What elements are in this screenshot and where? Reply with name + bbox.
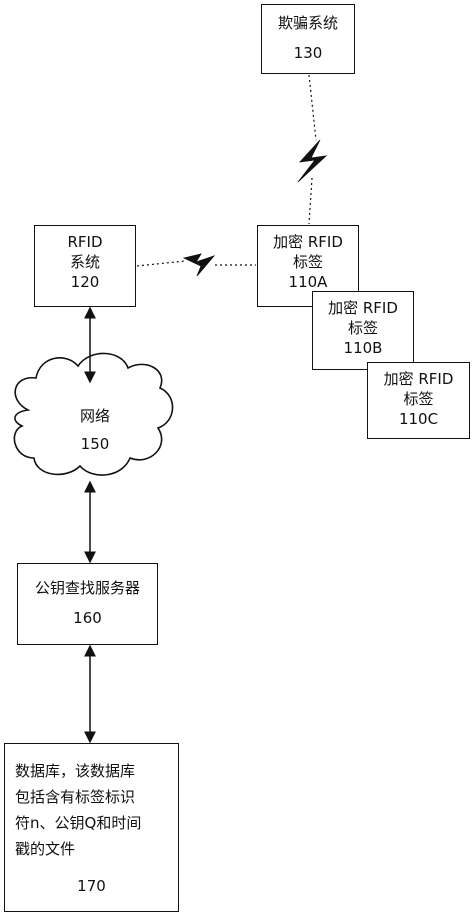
- key-server-label: 公钥查找服务器: [34, 579, 140, 597]
- key-server-box: 公钥查找服务器 160: [17, 563, 158, 645]
- database-number: 170: [77, 877, 106, 895]
- spoof-system-box: 欺骗系统 130: [261, 4, 355, 74]
- tag-a-number: 110A: [288, 273, 328, 291]
- database-text-line2: 包括含有标签标识: [15, 788, 136, 806]
- tag-a-label-line2: 标签: [292, 253, 323, 271]
- rfid-system-number: 120: [70, 273, 100, 291]
- key-server-number: 160: [73, 609, 102, 627]
- spoof-system-number: 130: [293, 44, 323, 62]
- encrypted-tag-b-box: 加密 RFID 标签 110B: [312, 291, 414, 370]
- network-cloud: 网络 150: [20, 405, 170, 455]
- network-number: 150: [80, 435, 110, 453]
- wireless-link-rfid-tag: [136, 253, 256, 277]
- network-label: 网络: [79, 407, 110, 425]
- database-box: 数据库，该数据库 包括含有标签标识 符n、公钥Q和时间 戳的文件 170: [4, 743, 179, 912]
- database-text-line1: 数据库，该数据库: [15, 762, 136, 780]
- database-text-line4: 戳的文件: [15, 840, 76, 858]
- rfid-system-box: RFID 系统 120: [34, 225, 136, 307]
- network-cloud-shape: [13, 352, 174, 476]
- rfid-system-label-line1: RFID: [67, 233, 103, 251]
- spoof-system-label: 欺骗系统: [277, 14, 338, 32]
- tag-b-label-line2: 标签: [347, 319, 378, 337]
- encrypted-tag-c-box: 加密 RFID 标签 110C: [367, 362, 470, 439]
- tag-b-number: 110B: [343, 339, 383, 357]
- rfid-system-label-line2: 系统: [69, 253, 100, 271]
- lightning-bolt-icon: [182, 253, 216, 277]
- tag-c-label-line2: 标签: [403, 390, 434, 408]
- wireless-link-spoof-tag: [297, 74, 328, 225]
- tag-b-label-line1: 加密 RFID: [328, 299, 398, 317]
- tag-c-number: 110C: [398, 410, 439, 428]
- database-text-line3: 符n、公钥Q和时间: [15, 814, 142, 832]
- tag-c-label-line1: 加密 RFID: [383, 370, 454, 388]
- lightning-bolt-icon: [297, 139, 328, 183]
- tag-a-label-line1: 加密 RFID: [273, 233, 343, 251]
